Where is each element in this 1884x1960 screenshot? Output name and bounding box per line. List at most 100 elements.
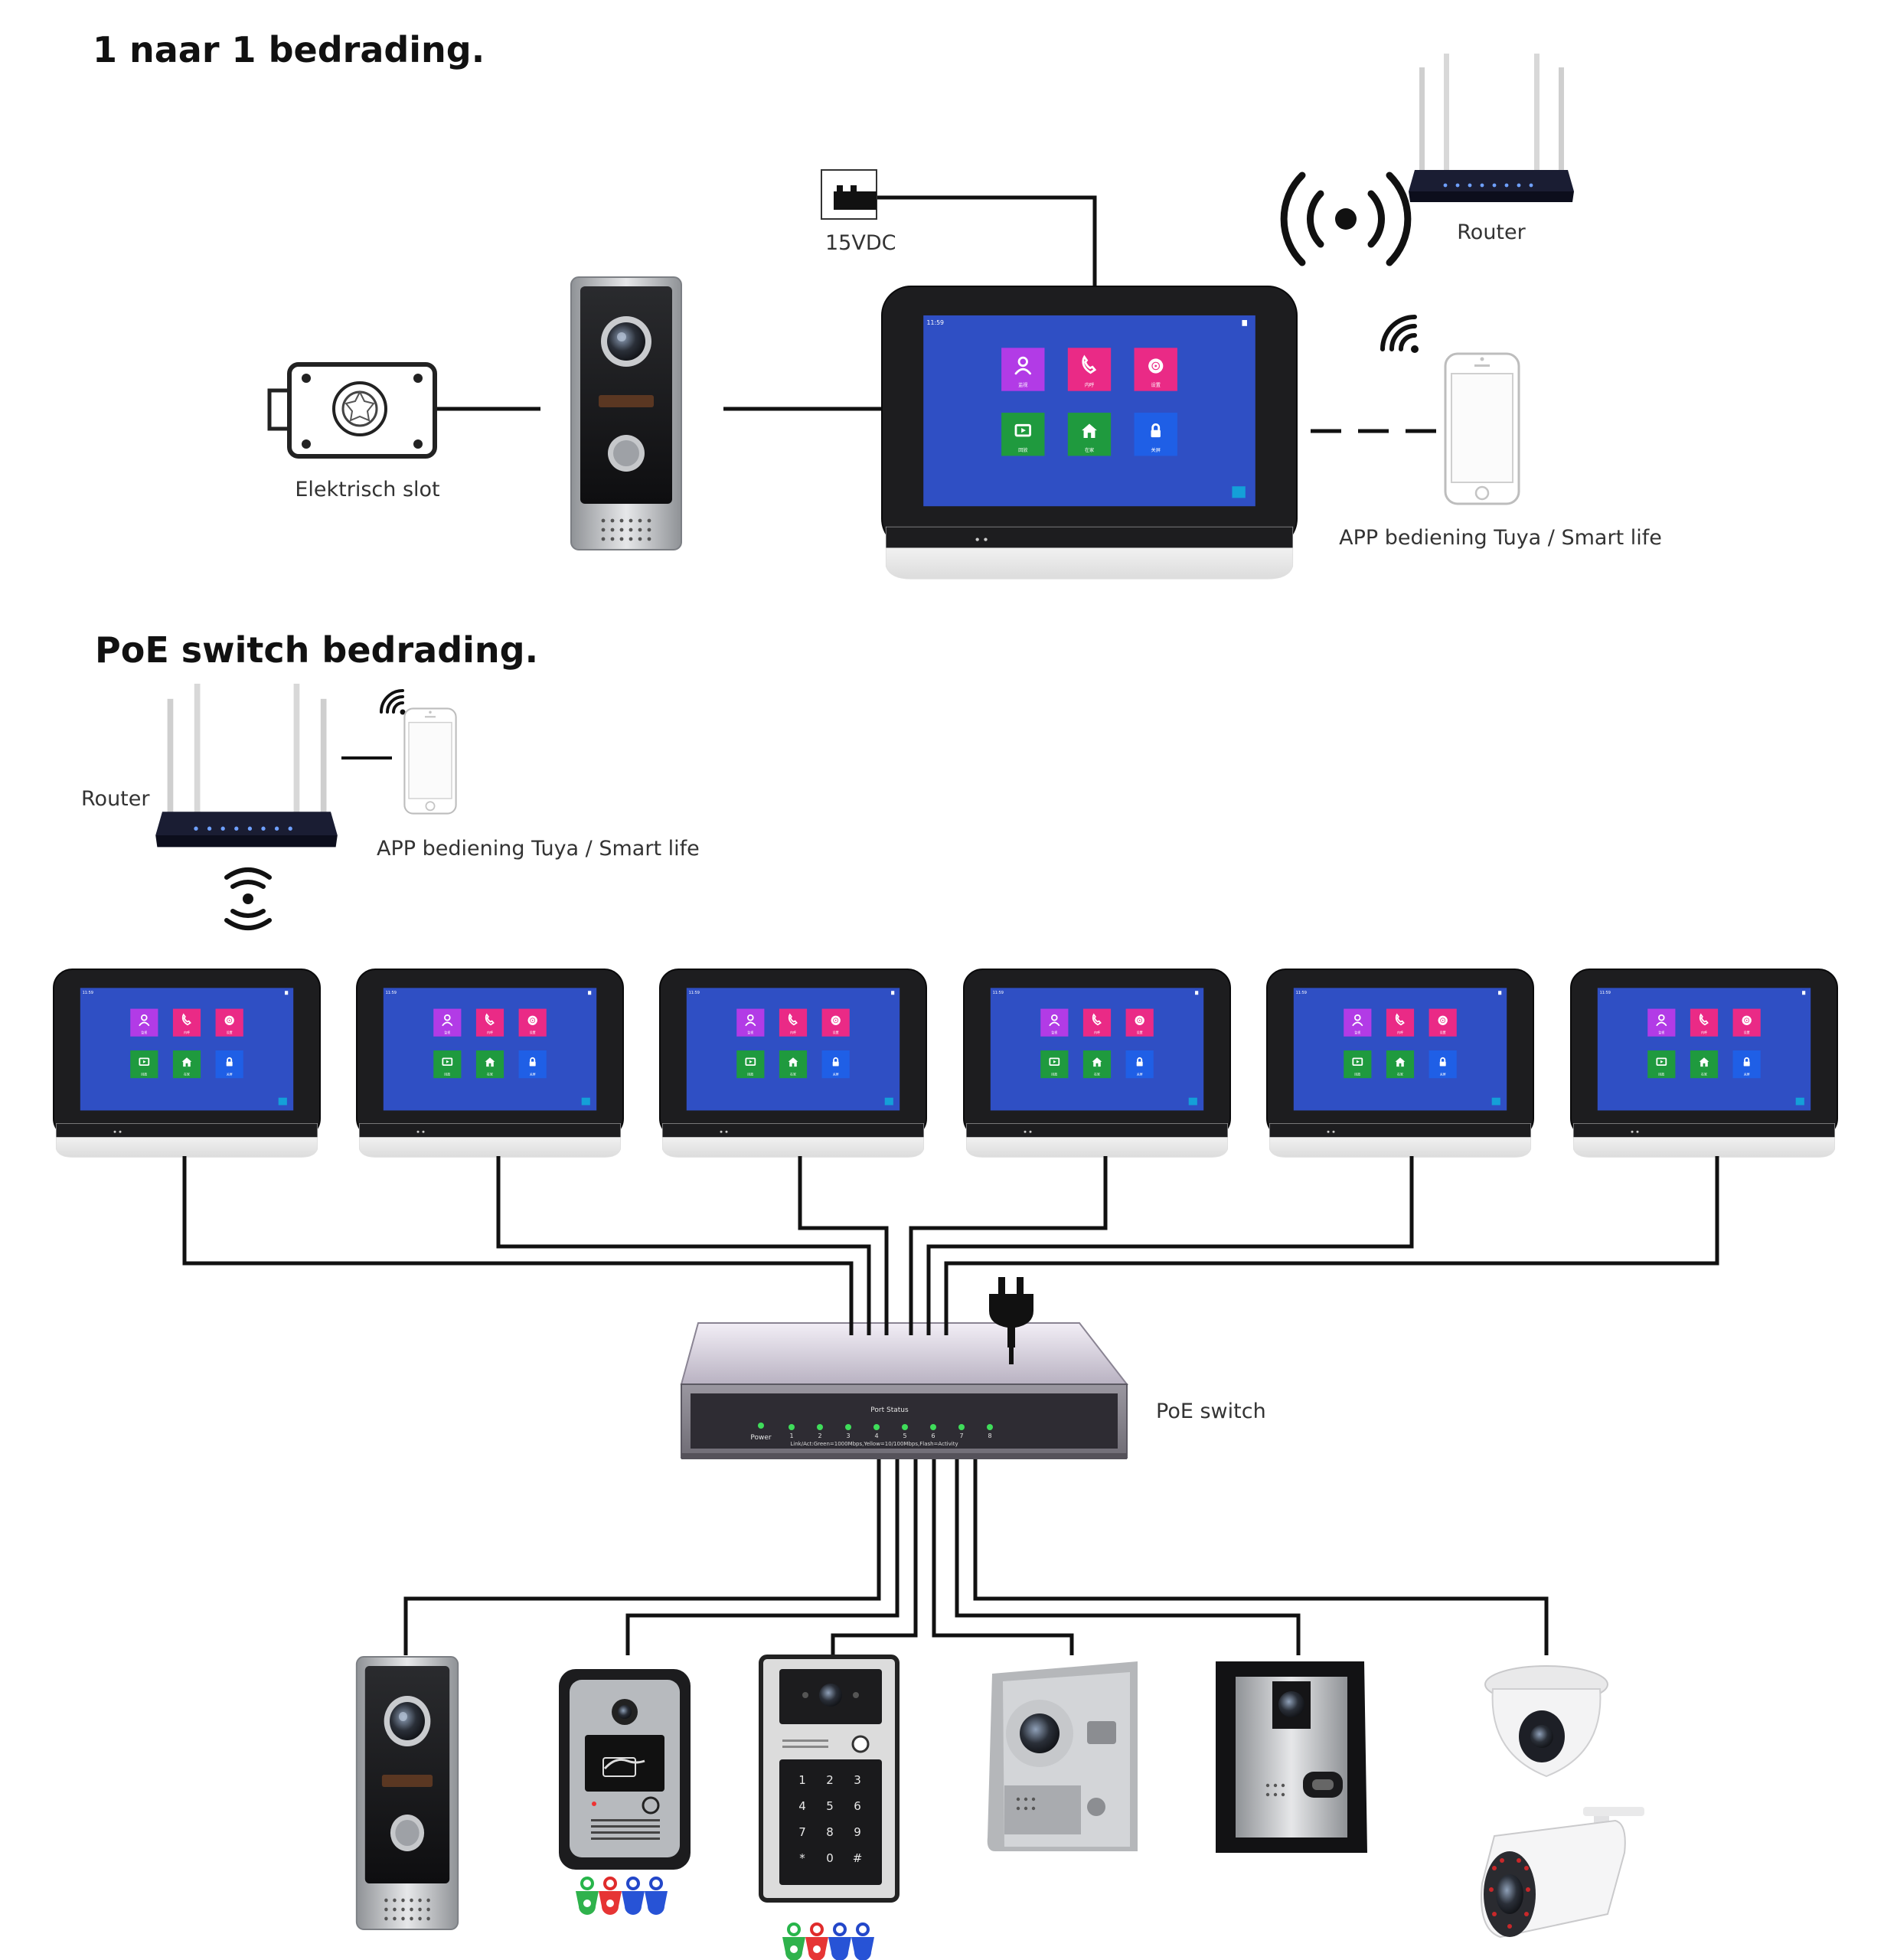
svg-text:设置: 设置 — [833, 1031, 839, 1034]
play-icon — [139, 1057, 150, 1067]
monitor-time-3: 11:59 — [689, 991, 700, 995]
switch-port-led — [987, 1424, 993, 1430]
monitor-app-gear-1: 设置 — [215, 1008, 243, 1037]
monitor-screen-6 — [1597, 988, 1811, 1111]
svg-text:设置: 设置 — [1744, 1031, 1750, 1034]
switch-port-status-text: Port Status — [870, 1406, 909, 1414]
switch-port-led — [789, 1424, 795, 1430]
person-icon — [745, 1014, 756, 1027]
monitor-screen-1 — [80, 988, 294, 1111]
monitor-app-home-1: 在家 — [172, 1050, 201, 1079]
monitor-app-play-2: 回放 — [433, 1050, 462, 1079]
switch-port-number: 4 — [874, 1432, 878, 1439]
monitor-app-phone-6: 内呼 — [1690, 1008, 1719, 1037]
indoor-monitor-2: 11:59监视内呼设置回放在家关屏 — [356, 969, 624, 1158]
svg-text:监视: 监视 — [1354, 1031, 1360, 1034]
home-icon — [1092, 1057, 1102, 1067]
wifi-down-icon — [224, 867, 272, 930]
person-icon — [1656, 1014, 1667, 1027]
rain-hood-doorbell-icon — [1216, 1661, 1367, 1853]
svg-text:回放: 回放 — [1658, 1073, 1664, 1076]
monitor-app-home-6: 在家 — [1690, 1050, 1719, 1079]
gear-icon — [527, 1015, 537, 1025]
monitor-app-gear-4: 设置 — [1125, 1008, 1154, 1037]
power-plug-icon — [989, 1277, 1033, 1364]
monitor-app-home-4: 在家 — [1082, 1050, 1112, 1079]
monitor-app-play-1: 回放 — [130, 1050, 158, 1079]
svg-text:在家: 在家 — [790, 1073, 796, 1076]
switch-port-led — [958, 1424, 965, 1430]
wifi-icon-poe — [380, 689, 406, 715]
svg-text:关屏: 关屏 — [1151, 447, 1161, 453]
home-icon — [485, 1057, 495, 1067]
play-icon — [442, 1057, 453, 1067]
monitor-screen-main — [923, 315, 1255, 507]
svg-text:设置: 设置 — [227, 1031, 233, 1034]
switch-port-led — [873, 1424, 880, 1430]
monitor-app-gear-5: 设置 — [1429, 1008, 1457, 1037]
svg-text:监视: 监视 — [747, 1031, 753, 1034]
switch-power-led — [758, 1423, 764, 1429]
switch-port-number: 8 — [988, 1432, 991, 1439]
svg-text:回放: 回放 — [1018, 447, 1027, 453]
svg-text:回放: 回放 — [444, 1073, 450, 1076]
svg-text:监视: 监视 — [1018, 382, 1027, 388]
monitor-app-lock-2: 关屏 — [518, 1050, 547, 1079]
svg-text:设置: 设置 — [1137, 1031, 1143, 1034]
keypad-key: # — [853, 1851, 863, 1865]
analog-doorbell-icon — [987, 1661, 1138, 1851]
monitor-app-phone-4: 内呼 — [1082, 1008, 1112, 1037]
keypad-key: 2 — [826, 1773, 834, 1787]
wires-poe — [182, 1156, 1719, 1655]
gear-icon — [831, 1015, 841, 1025]
power-supply-icon — [821, 169, 877, 220]
switch-port-led — [845, 1424, 851, 1430]
svg-text:关屏: 关屏 — [530, 1073, 536, 1076]
svg-text:设置: 设置 — [1151, 382, 1161, 388]
svg-text:内呼: 内呼 — [487, 1031, 493, 1034]
svg-text:内呼: 内呼 — [1397, 1031, 1403, 1034]
router-label: Router — [1457, 220, 1526, 244]
monitor-app-lock-4: 关屏 — [1125, 1050, 1154, 1079]
rfid-tags-icon-2 — [781, 1922, 876, 1960]
lock-icon — [1151, 423, 1161, 438]
gear-icon — [224, 1015, 234, 1025]
monitor-app-lock-1: 关屏 — [215, 1050, 243, 1079]
switch-label: PoE switch — [1156, 1400, 1266, 1423]
switch-port-number: 2 — [818, 1432, 821, 1439]
play-icon — [1656, 1057, 1667, 1067]
monitor-app-home-main: 在家 — [1067, 413, 1112, 456]
svg-text:内呼: 内呼 — [1094, 1031, 1100, 1034]
switch-port-number: 3 — [846, 1432, 850, 1439]
lock-icon — [226, 1057, 233, 1067]
indoor-monitor-main: 11:59监视内呼设置回放在家关屏 — [881, 286, 1298, 580]
indoor-monitor-5: 11:59监视内呼设置回放在家关屏 — [1266, 969, 1534, 1158]
monitor-app-lock-3: 关屏 — [821, 1050, 850, 1079]
svg-text:关屏: 关屏 — [1137, 1073, 1143, 1076]
person-icon — [1352, 1014, 1363, 1027]
svg-text:关屏: 关屏 — [227, 1073, 233, 1076]
svg-text:监视: 监视 — [1658, 1031, 1664, 1034]
svg-text:在家: 在家 — [1701, 1073, 1707, 1076]
wifi-broadcast-icon — [1280, 172, 1412, 266]
keypad-key: 6 — [854, 1799, 861, 1813]
switch-port-number: 6 — [931, 1432, 935, 1439]
svg-text:在家: 在家 — [1094, 1073, 1100, 1076]
svg-text:内呼: 内呼 — [1701, 1031, 1707, 1034]
smartphone-icon-poe — [403, 707, 457, 815]
monitor-app-person-1: 监视 — [130, 1008, 158, 1037]
switch-port-number: 7 — [959, 1432, 963, 1439]
outdoor-station-icon — [570, 276, 682, 550]
router-label-poe: Router — [81, 787, 150, 811]
phone-icon — [1699, 1013, 1709, 1026]
monitor-time-4: 11:59 — [993, 991, 1004, 995]
monitor-app-gear-6: 设置 — [1732, 1008, 1761, 1037]
svg-text:回放: 回放 — [1354, 1073, 1360, 1076]
rfid-tags-icon — [574, 1877, 669, 1916]
gear-icon — [1438, 1015, 1448, 1025]
bullet-camera-icon — [1481, 1807, 1644, 1939]
phone-icon — [1082, 354, 1097, 374]
svg-text:关屏: 关屏 — [1440, 1073, 1446, 1076]
svg-text:回放: 回放 — [1051, 1073, 1057, 1076]
